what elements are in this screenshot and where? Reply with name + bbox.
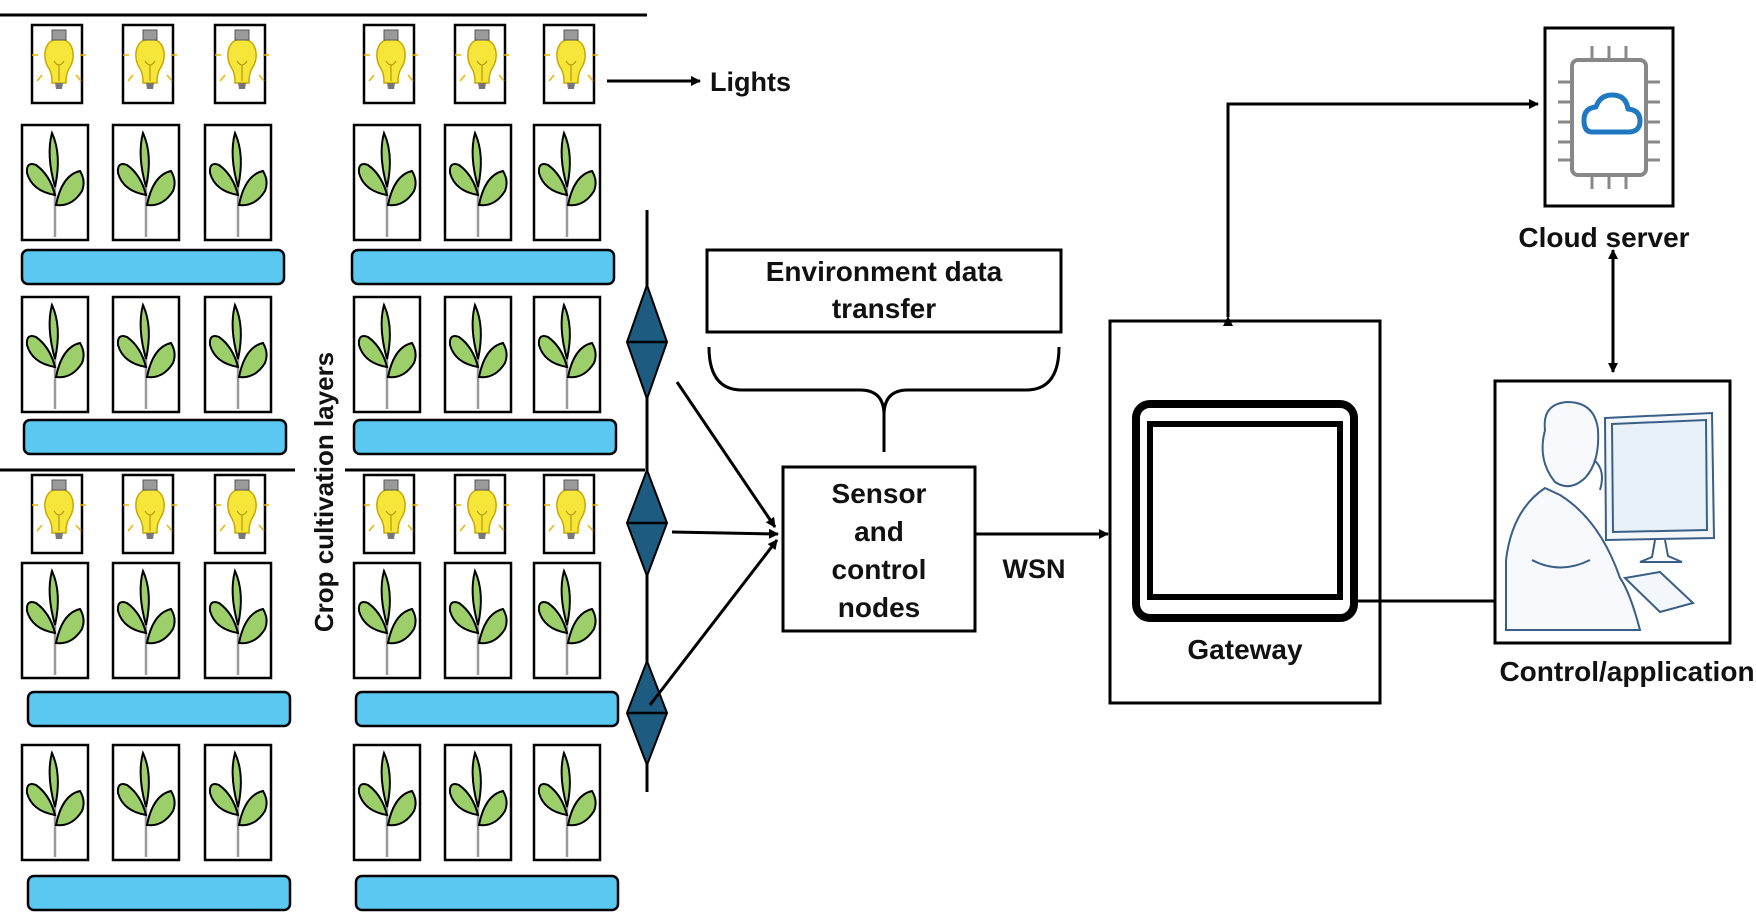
sensor-arrow-mid bbox=[671, 528, 779, 539]
plant-icon bbox=[443, 743, 513, 862]
plant-icon bbox=[203, 561, 273, 680]
plant-icon bbox=[352, 123, 422, 242]
light-bulb-icon bbox=[121, 473, 177, 555]
cloud-chip-icon bbox=[1558, 46, 1660, 189]
plant-icon bbox=[532, 743, 602, 862]
operator-at-computer-icon bbox=[1505, 400, 1716, 631]
nutrient-tray bbox=[22, 418, 288, 456]
plant-icon bbox=[203, 743, 273, 862]
nutrient-tray bbox=[354, 690, 620, 728]
light-bulb-icon bbox=[362, 473, 418, 555]
environment-data-line1: Environment data bbox=[766, 256, 1003, 287]
plant-icon bbox=[20, 295, 90, 414]
plant-icon bbox=[111, 561, 181, 680]
lights-label: Lights bbox=[710, 67, 791, 97]
light-bulb-icon bbox=[213, 473, 269, 555]
light-bulb-icon bbox=[542, 473, 598, 555]
plant-icon bbox=[20, 561, 90, 680]
plant-icon bbox=[111, 123, 181, 242]
plant-icon bbox=[111, 743, 181, 862]
plant-icon bbox=[443, 561, 513, 680]
plant-icon bbox=[20, 123, 90, 242]
light-bulb-icon bbox=[542, 23, 598, 105]
plant-icon bbox=[352, 743, 422, 862]
plant-icon bbox=[352, 561, 422, 680]
light-bulb-icon bbox=[30, 473, 86, 555]
sensor-arrow-top bbox=[675, 381, 777, 528]
plant-icon bbox=[532, 295, 602, 414]
sensor-control-box bbox=[781, 465, 977, 633]
plant-icon bbox=[532, 561, 602, 680]
plant-icon bbox=[352, 295, 422, 414]
nutrient-tray bbox=[354, 874, 620, 912]
environment-data-line2: transfer bbox=[832, 293, 936, 324]
sensor-box-line2: and bbox=[854, 516, 904, 547]
light-bulb-icon bbox=[30, 23, 86, 105]
cloud-icon bbox=[1581, 92, 1643, 135]
light-bulb-icon bbox=[213, 23, 269, 105]
gateway-cloud-link bbox=[1223, 99, 1539, 326]
sensor-box-line1: Sensor bbox=[832, 478, 927, 509]
plant-icon bbox=[532, 123, 602, 242]
cloud-server-label: Cloud server bbox=[1518, 222, 1689, 253]
nutrient-tray bbox=[350, 248, 616, 286]
sensor-box-line3: control bbox=[832, 554, 927, 585]
light-bulb-icon bbox=[453, 473, 509, 555]
sensor-arrow-bottom bbox=[648, 539, 779, 706]
environment-brace bbox=[707, 346, 1061, 452]
light-bulb-icon bbox=[453, 23, 509, 105]
wsn-label: WSN bbox=[1003, 554, 1066, 584]
plant-icon bbox=[443, 123, 513, 242]
plant-icon bbox=[203, 295, 273, 414]
crop-layers-label: Crop cultivation layers bbox=[309, 352, 339, 632]
nutrient-tray bbox=[352, 418, 618, 456]
nutrient-tray bbox=[26, 690, 292, 728]
plant-icon bbox=[111, 295, 181, 414]
nutrient-tray bbox=[20, 248, 286, 286]
gateway-screen bbox=[1147, 421, 1343, 600]
environment-data-box bbox=[705, 248, 1063, 334]
plant-icon bbox=[203, 123, 273, 242]
sensor-box-line4: nodes bbox=[838, 592, 920, 623]
light-bulb-icon bbox=[121, 23, 177, 105]
light-bulb-icon bbox=[362, 23, 418, 105]
plant-icon bbox=[20, 743, 90, 862]
gateway-label: Gateway bbox=[1187, 634, 1303, 665]
plant-icon bbox=[443, 295, 513, 414]
control-application-label: Control/application bbox=[1499, 656, 1754, 687]
nutrient-tray bbox=[26, 874, 292, 912]
